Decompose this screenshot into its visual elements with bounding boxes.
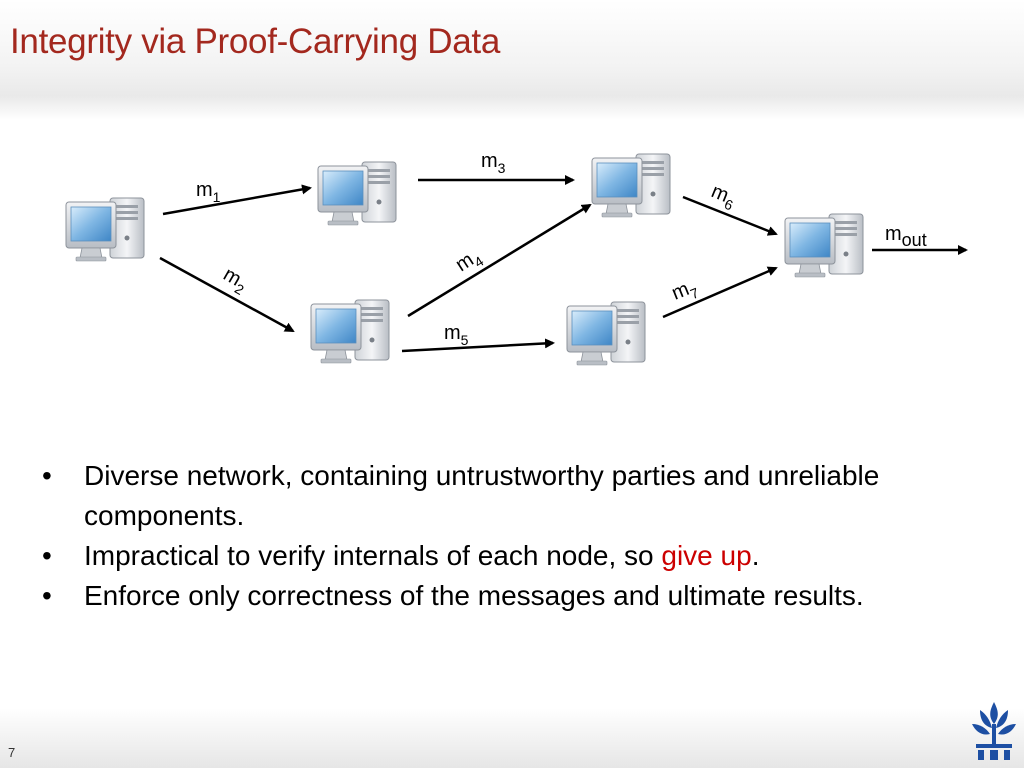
slide-title: Integrity via Proof-Carrying Data <box>10 22 501 61</box>
arrow-m5 <box>401 338 555 353</box>
bullet-text: Impractical to verify internals of each … <box>84 540 662 571</box>
arrow-m6 <box>682 195 778 236</box>
bullet-item-1: • Diverse network, containing untrustwor… <box>42 456 942 536</box>
label-m4: m4 <box>452 244 487 279</box>
page-number: 7 <box>8 745 16 760</box>
highlight-text: give up <box>661 540 752 571</box>
bullet-list: • Diverse network, containing untrustwor… <box>42 456 942 616</box>
arrow-m2 <box>159 256 295 333</box>
computer-icon-6 <box>784 213 864 278</box>
computer-icon-4 <box>591 153 671 218</box>
bullet-marker: • <box>42 580 52 611</box>
header-band <box>0 0 1024 120</box>
computer-icon-5 <box>566 301 646 366</box>
arrow-m4 <box>407 203 592 318</box>
university-logo-icon <box>972 702 1016 760</box>
bullet-item-3: • Enforce only correctness of the messag… <box>42 576 942 616</box>
bullet-text-end: . <box>751 540 760 571</box>
bullet-text: Enforce only correctness of the messages… <box>84 580 864 611</box>
computer-icon-3 <box>310 299 390 364</box>
label-m3: m3 <box>481 150 506 176</box>
label-mout: mout <box>885 223 927 250</box>
network-diagram: m1 m2 m3 m4 m5 m6 m7 mout <box>65 150 968 366</box>
computer-icon-2 <box>317 161 397 226</box>
footer-band <box>0 708 1024 768</box>
label-m1: m1 <box>196 179 221 205</box>
arrow-m1 <box>162 184 312 216</box>
bullet-marker: • <box>42 460 52 491</box>
arrow-m7 <box>662 266 778 319</box>
label-m5: m5 <box>444 322 469 348</box>
bullet-marker: • <box>42 540 52 571</box>
computer-icon-1 <box>65 197 145 262</box>
bullet-text: Diverse network, containing untrustworth… <box>84 460 880 531</box>
bullet-item-2: • Impractical to verify internals of eac… <box>42 536 942 576</box>
